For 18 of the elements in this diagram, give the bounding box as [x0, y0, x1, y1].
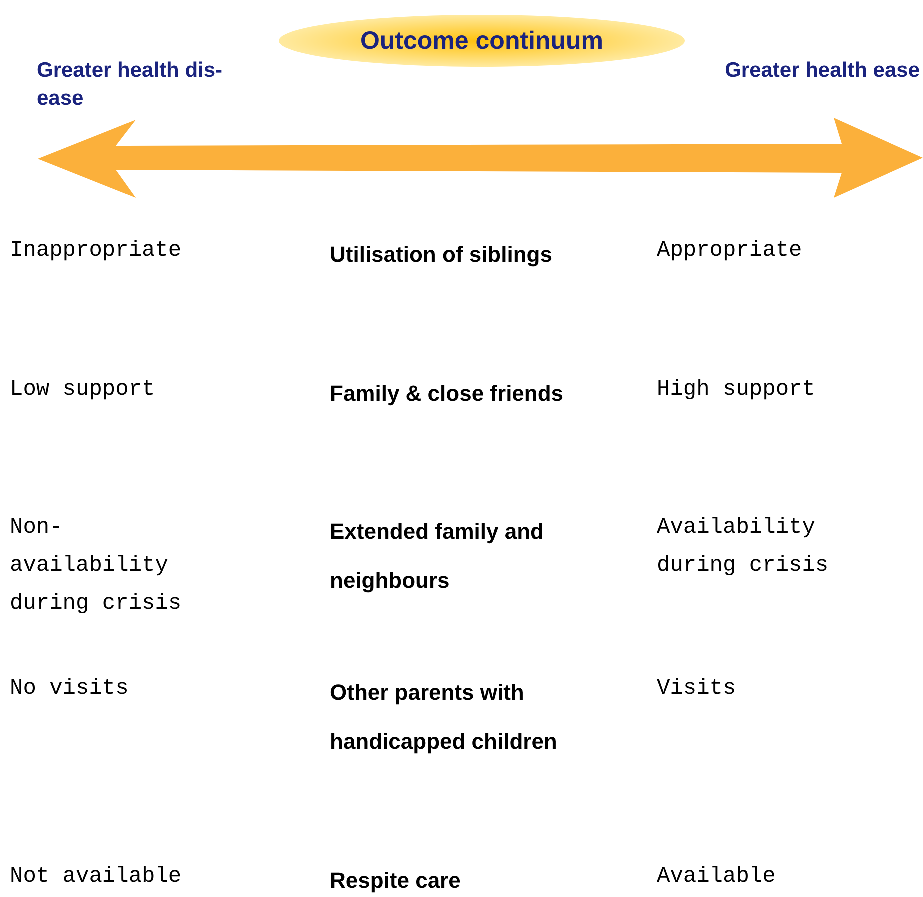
- high-end-text: Appropriate: [657, 237, 804, 265]
- factor-text: Utilisation of siblings: [330, 241, 554, 269]
- low-end-text: Low support: [10, 376, 156, 404]
- high-end-text: Availability during crisis: [657, 514, 830, 580]
- factor-text: Respite care: [330, 867, 462, 895]
- high-end-text: High support: [657, 376, 816, 404]
- low-end-text: Non-availability during crisis: [10, 514, 183, 618]
- end-label: Greater health dis-ease: [37, 58, 224, 112]
- low-end-text: No visits: [10, 675, 130, 703]
- factor-text: Other parents with handicapped children: [330, 679, 558, 756]
- high-end-text: Visits: [657, 675, 738, 703]
- end-label: Greater health ease: [724, 58, 920, 84]
- factor-text: Extended family and neighbours: [330, 518, 545, 595]
- low-end-text: Not available: [10, 863, 183, 891]
- heading: Outcome continuum: [360, 26, 604, 56]
- high-end-text: Available: [657, 863, 777, 891]
- low-end-text: Inappropriate: [10, 237, 183, 265]
- factor-text: Family & close friends: [330, 380, 565, 408]
